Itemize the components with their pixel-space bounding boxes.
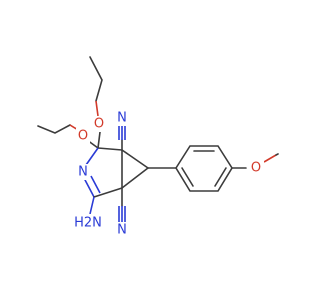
benzene-ring	[175, 145, 233, 192]
atom-o-lower: O	[78, 129, 88, 144]
atom-o-upper: O	[94, 117, 104, 132]
atom-n-ring: N	[78, 165, 88, 180]
bond-cbot-capex	[121, 167, 149, 189]
ethoxy-lower-chain	[37, 124, 71, 134]
bond-o-methyl	[263, 154, 277, 163]
methyl-stub	[275, 153, 279, 156]
ethoxy-upper-chain	[89, 56, 103, 102]
bond-n-camidine	[83, 177, 95, 198]
bond-o-upper	[95, 100, 99, 117]
bond-ctop-capex	[121, 149, 149, 169]
atom-n-cn-bottom: N	[117, 223, 127, 238]
atom-o-methoxy: O	[251, 161, 261, 176]
bond-c-ketal-o1	[97, 131, 101, 149]
bond-n-camidine-dbl	[90, 175, 101, 194]
benzene-double-3	[181, 167, 194, 187]
bond-ketal-n	[85, 147, 99, 166]
molecule-structure: O O N H2N N N O	[37, 56, 279, 238]
bond-c-nh2	[89, 196, 95, 215]
bond-camidine-cbot	[93, 187, 123, 198]
bond-ketal-ctop	[97, 147, 123, 151]
atom-n-cn-top: N	[117, 111, 127, 126]
atom-nh2: H2N	[74, 216, 102, 231]
benzene-double-2	[214, 167, 227, 187]
